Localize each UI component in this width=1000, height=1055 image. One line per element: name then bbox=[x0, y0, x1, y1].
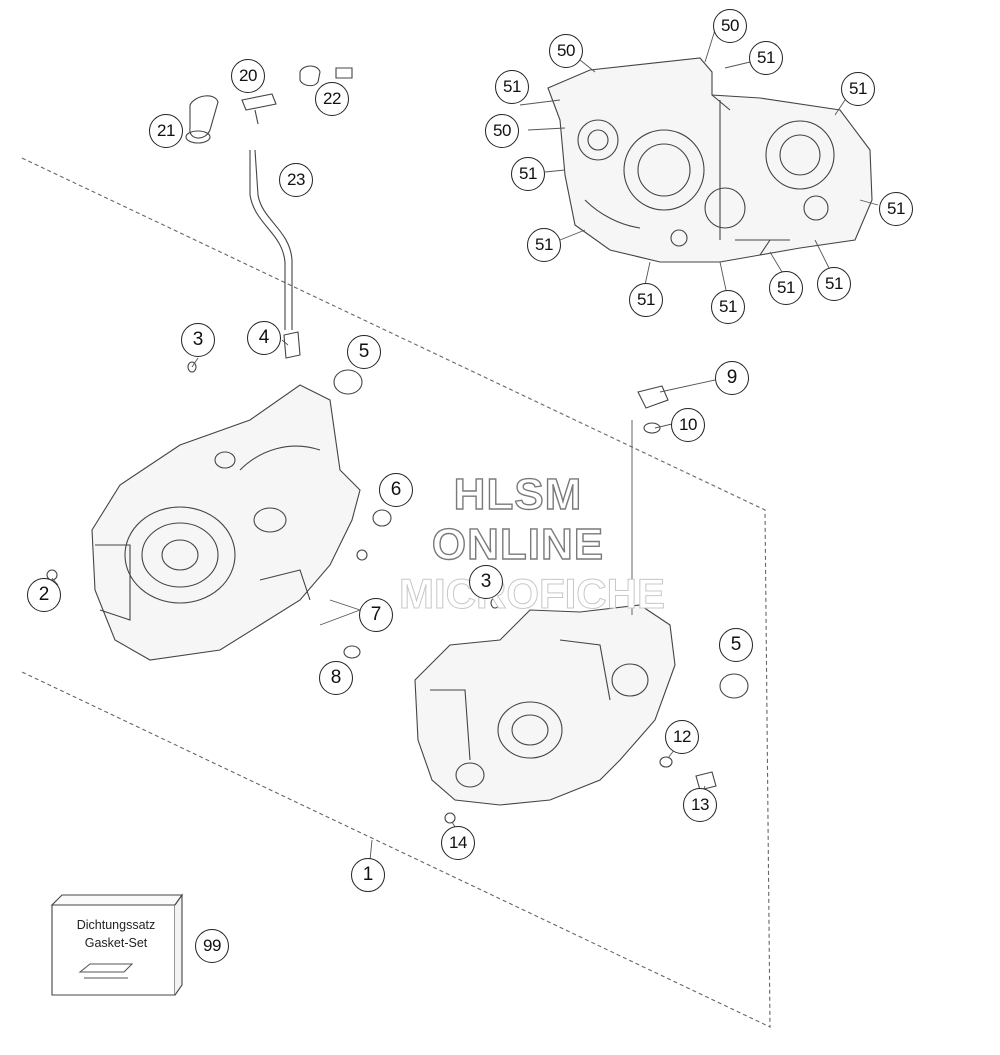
gasket-set-label-en: Gasket-Set bbox=[84, 936, 148, 950]
callout-51[interactable]: 51 bbox=[495, 70, 529, 104]
callout-51[interactable]: 51 bbox=[711, 290, 745, 324]
callout-22[interactable]: 22 bbox=[315, 82, 349, 116]
callout-50[interactable]: 50 bbox=[485, 114, 519, 148]
callout-50[interactable]: 50 bbox=[549, 34, 583, 68]
hose-fitting-20 bbox=[241, 93, 277, 125]
callout-8[interactable]: 8 bbox=[319, 661, 353, 695]
breather-hose bbox=[254, 149, 293, 330]
callout-6[interactable]: 6 bbox=[379, 473, 413, 507]
cap-9 bbox=[637, 385, 669, 409]
watermark-line-3: MICROFICHE bbox=[399, 570, 666, 618]
gasket-set-box bbox=[50, 893, 184, 996]
callout-51[interactable]: 51 bbox=[769, 271, 803, 305]
callout-5[interactable]: 5 bbox=[719, 628, 753, 662]
callout-50[interactable]: 50 bbox=[713, 9, 747, 43]
watermark-line-1: HLSM bbox=[453, 469, 583, 519]
logo-mark bbox=[78, 963, 134, 979]
callout-51[interactable]: 51 bbox=[841, 72, 875, 106]
bushing-6 bbox=[372, 509, 392, 527]
callout-14[interactable]: 14 bbox=[441, 826, 475, 860]
gasket-set-label-de: Dichtungssatz bbox=[76, 918, 156, 932]
callout-3[interactable]: 3 bbox=[181, 323, 215, 357]
callout-51[interactable]: 51 bbox=[749, 41, 783, 75]
crankcase-half-top-view bbox=[547, 57, 873, 263]
callout-23[interactable]: 23 bbox=[279, 163, 313, 197]
callout-12[interactable]: 12 bbox=[665, 720, 699, 754]
watermark-line-2: ONLINE bbox=[431, 519, 605, 569]
o-ring-10 bbox=[643, 422, 661, 434]
callout-51[interactable]: 51 bbox=[527, 228, 561, 262]
seal-5b bbox=[719, 673, 749, 699]
callout-3[interactable]: 3 bbox=[469, 565, 503, 599]
hose-clamp-22 bbox=[299, 65, 353, 87]
crankcase-half-right bbox=[414, 604, 676, 806]
callout-4[interactable]: 4 bbox=[247, 321, 281, 355]
callout-21[interactable]: 21 bbox=[149, 114, 183, 148]
callout-20[interactable]: 20 bbox=[231, 59, 265, 93]
callout-2[interactable]: 2 bbox=[27, 578, 61, 612]
callout-51[interactable]: 51 bbox=[817, 267, 851, 301]
callout-1[interactable]: 1 bbox=[351, 858, 385, 892]
callout-51[interactable]: 51 bbox=[629, 283, 663, 317]
callout-7[interactable]: 7 bbox=[359, 598, 393, 632]
callout-13[interactable]: 13 bbox=[683, 788, 717, 822]
callout-51[interactable]: 51 bbox=[879, 192, 913, 226]
seal-5a bbox=[333, 369, 363, 395]
callout-5[interactable]: 5 bbox=[347, 335, 381, 369]
assembly-outline bbox=[21, 157, 771, 1028]
callout-51[interactable]: 51 bbox=[511, 157, 545, 191]
callout-99[interactable]: 99 bbox=[195, 929, 229, 963]
crankcase-half-left bbox=[91, 384, 361, 661]
fitting-4 bbox=[283, 331, 301, 359]
callout-10[interactable]: 10 bbox=[671, 408, 705, 442]
callout-9[interactable]: 9 bbox=[715, 361, 749, 395]
hose-clamp-21 bbox=[189, 95, 219, 139]
